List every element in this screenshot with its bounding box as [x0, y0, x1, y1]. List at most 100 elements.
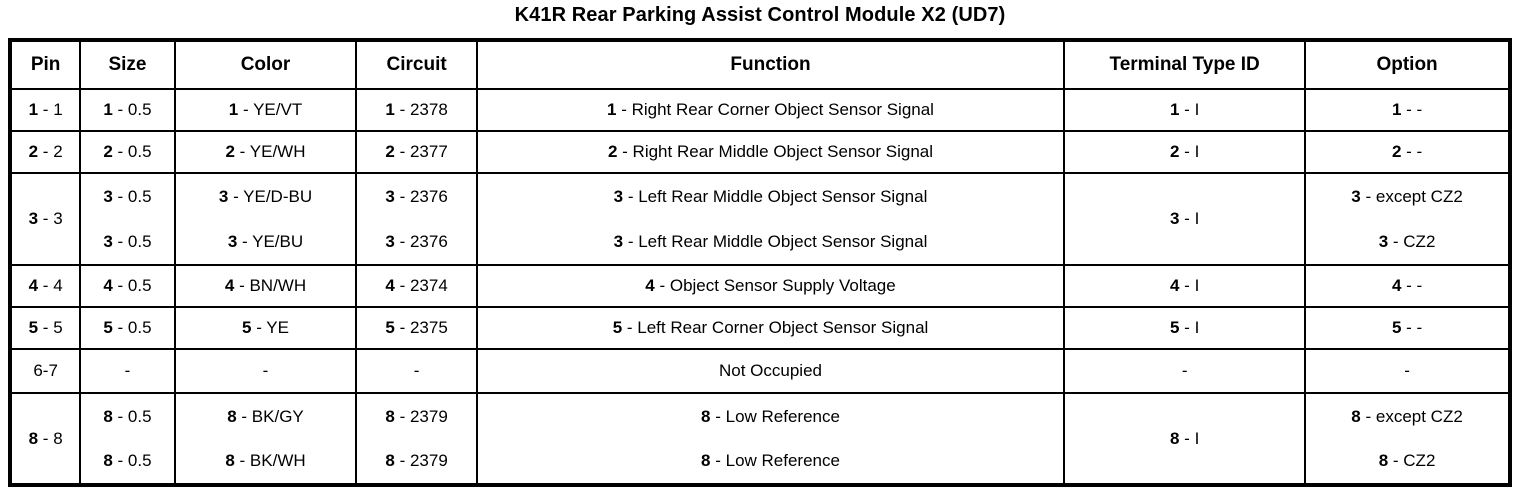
table-row: 6-7 - - - Not Occupied - -: [8, 348, 1511, 394]
size-value: 0.5: [127, 276, 152, 295]
option-value: -: [1416, 318, 1423, 337]
cell-size: 8 - 0.5: [79, 439, 176, 486]
terminal-value: I: [1194, 428, 1200, 448]
terminal-index: 3: [1169, 209, 1180, 228]
color-value: YE/D-BU: [243, 186, 313, 206]
cell-option: 3 - CZ2: [1304, 219, 1511, 266]
pin-value: 3: [53, 209, 63, 228]
table-row: 8 - 0.5 8 - BK/WH 8 - 2379 8 - Low Refer…: [10, 439, 1511, 486]
color-value: YE/BU: [252, 231, 304, 251]
color-value: YE: [266, 318, 289, 337]
color-index: 5: [242, 318, 252, 337]
option-index: 1: [1391, 100, 1402, 119]
cell-circuit: 1 - 2378: [355, 88, 478, 132]
cell-pin: 1 - 1: [8, 88, 82, 132]
separator: -: [1179, 428, 1195, 448]
terminal-value: I: [1194, 276, 1200, 295]
circuit-value: 2377: [409, 142, 448, 161]
circuit-value: 2379: [409, 451, 448, 470]
function-value: Right Rear Middle Object Sensor Signal: [632, 142, 934, 161]
table-row: 1 - 1 1 - 0.5 1 - YE/VT 1 - 2378 1 - Rig…: [8, 88, 1511, 132]
pin-index: 3: [28, 209, 39, 228]
cell-option: 4 - -: [1304, 264, 1511, 308]
pin-value: 4: [53, 276, 63, 295]
cell-size: 1 - 0.5: [79, 88, 176, 132]
size-value: 0.5: [127, 231, 152, 251]
pin-value: 5: [53, 318, 63, 337]
size-index: 3: [103, 186, 113, 206]
option-index: 8: [1378, 451, 1389, 470]
separator: -: [1179, 209, 1195, 228]
separator: -: [394, 451, 410, 470]
cell-size: 2 - 0.5: [79, 130, 176, 174]
separator: -: [38, 276, 54, 295]
column-header-color: Color: [173, 39, 358, 90]
cell-function: 8 - Low Reference: [475, 439, 1066, 486]
circuit-index: 1: [385, 100, 395, 119]
table-header-row: Pin Size Color Circuit Function Terminal…: [8, 39, 1511, 90]
size-value: 0.5: [127, 100, 152, 119]
size-index: 8: [103, 406, 113, 426]
terminal-value: I: [1194, 142, 1200, 161]
option-index: 4: [1391, 276, 1402, 295]
function-value: Left Rear Corner Object Sensor Signal: [637, 318, 929, 337]
cell-pin: 5 - 5: [8, 306, 82, 350]
option-index: 5: [1391, 318, 1402, 337]
cell-function: 3 - Left Rear Middle Object Sensor Signa…: [475, 219, 1066, 266]
size-value: 0.5: [127, 406, 152, 426]
cell-option: 8 - except CZ2: [1304, 392, 1511, 439]
option-index: 3: [1378, 231, 1389, 251]
circuit-index: 2: [385, 142, 395, 161]
separator: -: [1179, 276, 1195, 295]
cell-terminal: 5 - I: [1063, 306, 1307, 350]
separator: -: [394, 100, 410, 119]
cell-terminal: -: [1063, 348, 1307, 394]
page-title: K41R Rear Parking Assist Control Module …: [514, 4, 1006, 26]
color-index: 1: [228, 100, 239, 119]
separator: -: [710, 406, 726, 426]
color-value: BN/WH: [249, 276, 307, 295]
cell-size: -: [79, 348, 176, 394]
function-index: 8: [701, 451, 711, 470]
cell-size: 3 - 0.5: [79, 172, 176, 219]
cell-terminal: 8 - I: [1063, 392, 1307, 486]
cell-pin: 8 - 8: [8, 392, 82, 486]
circuit-index: 4: [385, 276, 395, 295]
table-row: 8 - 8 8 - 0.5 8 - BK/GY 8 - 2379 8 - Low…: [8, 392, 1511, 486]
option-value: CZ2: [1403, 451, 1436, 470]
separator: -: [38, 209, 54, 228]
size-index: 8: [103, 451, 113, 470]
separator: -: [38, 142, 54, 161]
cell-color: 8 - BK/WH: [173, 439, 358, 486]
cell-option: 2 - -: [1304, 130, 1511, 174]
color-value: BK/WH: [249, 451, 306, 470]
terminal-value: I: [1194, 209, 1200, 228]
separator: -: [1360, 406, 1376, 426]
pin-value: 8: [53, 428, 63, 448]
separator: -: [617, 142, 633, 161]
cell-circuit: 3 - 2376: [355, 172, 478, 219]
separator: -: [251, 318, 267, 337]
separator: -: [228, 186, 244, 206]
terminal-value: I: [1194, 100, 1200, 119]
separator: -: [234, 276, 250, 295]
cell-function: 5 - Left Rear Corner Object Sensor Signa…: [475, 306, 1066, 350]
separator: -: [237, 231, 253, 251]
cell-pin: 2 - 2: [8, 130, 82, 174]
size-index: 4: [103, 276, 113, 295]
terminal-index: 5: [1169, 318, 1180, 337]
separator: -: [623, 231, 639, 251]
color-value: YE/WH: [249, 142, 306, 161]
function-value: Not Occupied: [719, 361, 822, 380]
pin-index: 5: [28, 318, 39, 337]
circuit-index: 5: [385, 318, 395, 337]
option-index: 2: [1391, 142, 1402, 161]
option-value: except CZ2: [1375, 186, 1463, 206]
separator: -: [112, 100, 128, 119]
cell-function: 2 - Right Rear Middle Object Sensor Sign…: [475, 130, 1066, 174]
circuit-value: 2375: [409, 318, 448, 337]
cell-terminal: 4 - I: [1063, 264, 1307, 308]
table-row: 4 - 4 4 - 0.5 4 - BN/WH 4 - 2374 4 - Obj…: [8, 264, 1511, 308]
color-index: 8: [225, 451, 235, 470]
cell-size: 3 - 0.5: [79, 219, 176, 266]
